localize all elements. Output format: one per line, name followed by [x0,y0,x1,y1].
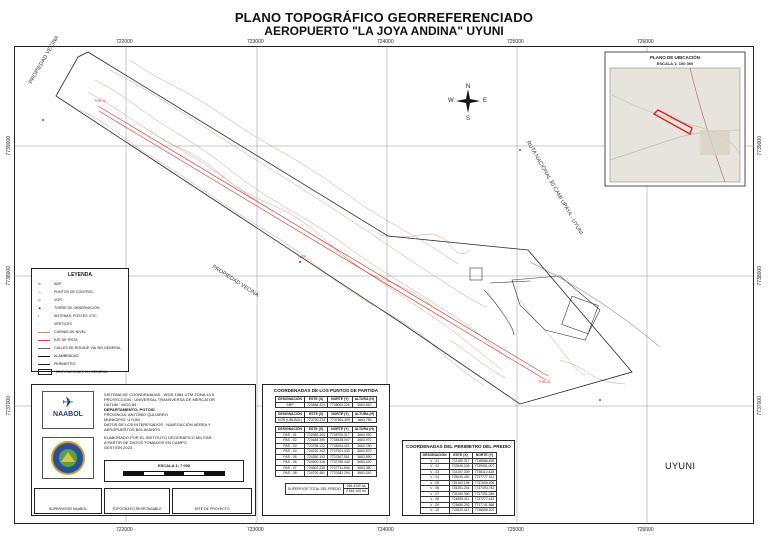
road [529,261,661,348]
label-arp: ARP [298,254,307,259]
label-thr1: THR 10 [94,99,107,103]
coord-right-1: 7739000 [757,136,763,156]
place-label: UYUNI [665,461,696,471]
terminal-structures [469,267,601,341]
signature-jefe: JEFE DE PROYECTO [172,488,252,514]
coord-right-3: 7737000 [757,396,763,416]
scale-label: ESCALA 1: 7 000 [157,463,191,468]
coord-left-1: 7739000 [6,136,12,156]
map-subtitle: AEROPUERTO "LA JOYA ANDINA" UYUNI [264,24,504,38]
igm-seal [42,437,94,479]
legend-item: •ANTENAS, POSTES, ETC. [38,314,98,318]
naabol-logo: ✈ NAABOL [42,391,94,429]
signature-topografo: TOPÓGRAFO RESPONSABLE [104,488,170,514]
legend-item: ALAMBRADAS [32,352,128,360]
control-points [42,119,601,401]
coord-top-3: 724000 [377,39,394,45]
legend-item: EDIFICACIONES EN GENERAL [32,368,128,376]
table2-title: COORDENADAS DEL PERIMETRO DEL PREDIO [406,444,511,449]
perimeter-table-box: COORDENADAS DEL PERIMETRO DEL PREDIO DES… [402,440,515,516]
property-perimeter [55,51,633,405]
runway [97,105,549,381]
legend-item: ⊕ARP [38,282,62,286]
coord-left-3: 7737000 [6,396,12,416]
seal-icon [51,441,85,475]
scale-box: ESCALA 1: 7 000 [104,460,244,482]
legend-item: ◇VOR [38,298,62,302]
legend-item: EJE DE PISTA [32,336,128,344]
contour-lines [79,59,626,387]
location-map-title: PLANO DE UBICACIÓN [649,55,700,60]
map-title: PLANO TOPOGRÁFICO GEORREFERENCIADO [234,10,534,25]
signature-supervisor: SUPERVISOR NAABOL [34,488,102,514]
coord-bottom-4: 725000 [507,527,524,533]
legend-box: LEYENDA ⊕ARP △PUNTOS DE CONTROL ◇VOR ▲TO… [31,268,129,375]
location-map-scale: ESCALA 1: 100 000 [656,61,694,66]
coord-top-1: 722000 [116,39,133,45]
legend-item: CALLES DE RODAJE VÍA SIN GENERAL [32,344,128,352]
legend-item: △PUNTOS DE CONTROL [38,290,94,294]
coord-bottom-5: 726000 [637,527,654,533]
info-block: ✈ NAABOL SISTEMA DE COORDENADAS : WGS 19… [31,384,256,516]
plane-icon: ✈ [62,394,74,410]
compass-e: E [483,98,488,104]
compass-n: N [466,84,471,90]
legend-item: ·VÉRTICES [38,322,72,326]
legend-item: CURVAS DE NIVEL [32,328,128,336]
scale-bar [123,471,225,476]
area-label: SUPERFICIE TOTAL DEL PREDIO [284,482,345,495]
coord-left-2: 7738000 [6,266,12,286]
coord-top-4: 725000 [507,39,524,45]
logo-text: NAABOL [53,411,83,418]
label-thr2: THR 28 [538,380,551,384]
compass-s: S [466,116,471,122]
coord-bottom-3: 724000 [377,527,394,533]
location-map-image [604,51,746,187]
info-text: SISTEMA DE COORDENADAS : WGS 1984 UTM ZO… [104,392,215,450]
legend-title: LEYENDA [68,272,92,278]
coord-bottom-2: 723000 [247,527,264,533]
coord-right-2: 7738000 [757,266,763,286]
starting-points-table-box: COORDENADAS DE LOS PUNTOS DE PARTIDA DES… [262,384,390,516]
coord-bottom-1: 722000 [116,527,133,533]
coord-top-2: 723000 [247,39,264,45]
legend-item: PERIMETRO [32,360,128,368]
table1-title: COORDENADAS DE LOS PUNTOS DE PARTIDA [273,388,379,393]
coord-top-5: 726000 [637,39,654,45]
compass-w: W [448,98,454,104]
legend-item: ▲TORRE DE OBSERVACIÓN [38,306,100,310]
map-frame [14,46,754,524]
north-arrow-icon [456,89,480,113]
